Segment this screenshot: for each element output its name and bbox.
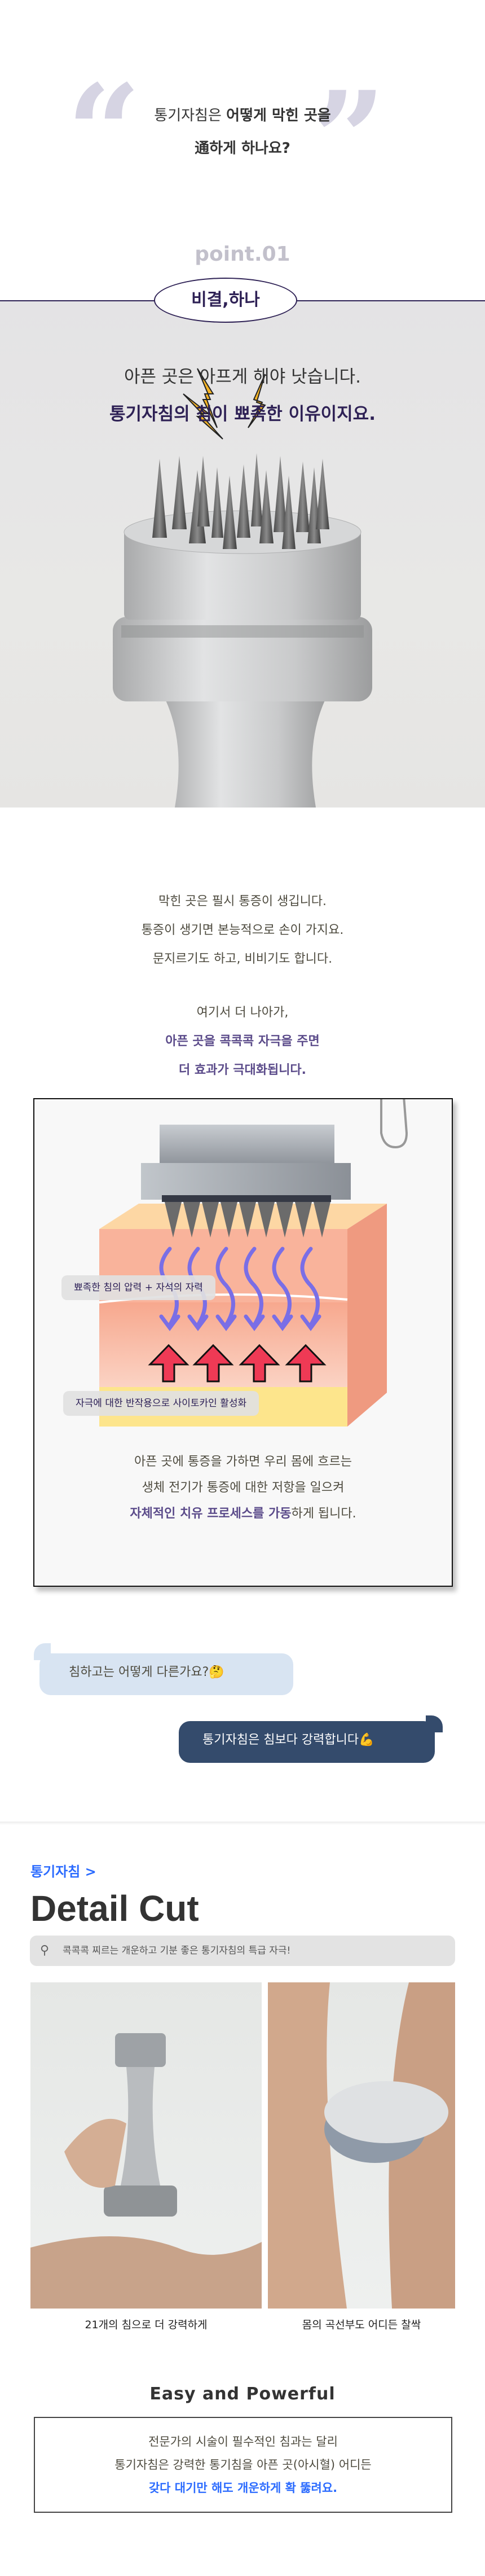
device-head (124, 529, 361, 620)
chat-bubble-answer: 통기자침은 침보다 강력합니다💪 (179, 1721, 435, 1763)
photo-caption: 21개의 침으로 더 강력하게 (85, 2319, 208, 2331)
point-pill-badge: 비결,하나 (154, 278, 297, 323)
detail-title: Detail Cut (30, 1888, 199, 1929)
breadcrumb[interactable]: 통기자침 > (30, 1864, 96, 1880)
needles (165, 1202, 330, 1237)
wave-arrows (159, 1247, 321, 1331)
device-handle (164, 696, 327, 808)
product-photo-band (0, 301, 485, 808)
chat-bubble-question: 침하고는 어떻게 다른가요?🤔 (39, 1653, 293, 1695)
explain-line: 통증이 생기면 본능적으로 손이 가지요. (141, 923, 344, 937)
point-headline-2: 통기자침의 침이 뾰족한 이유이지요. (109, 404, 376, 424)
point-headline-1: 아픈 곳은 아프게 해야 낫습니다. (124, 367, 361, 387)
product-photo (113, 368, 372, 808)
device-plate (141, 1163, 351, 1200)
search-icon: ⚲ (40, 1943, 50, 1958)
diagram-text-line: 아픈 곳에 통증을 가하면 우리 몸에 흐르는 (134, 1455, 352, 1469)
search-bar[interactable]: ⚲ 콕콕콕 찌르는 개운하고 기분 좋은 통기자침의 특급 자극! (30, 1936, 455, 1966)
chat-question-text: 침하고는 어떻게 다른가요? (69, 1665, 209, 1679)
detail-photo-2 (268, 1982, 455, 2309)
easy-title: Easy and Powerful (149, 2384, 336, 2404)
detail-photo-1 (30, 1982, 262, 2309)
easy-box: 전문가의 시술이 필수적인 침과는 달리 통기자침은 강력한 통기침을 아픈 곳… (34, 2417, 452, 2513)
device-collar (113, 617, 372, 701)
diagram-text: 아픈 곳에 통증을 가하면 우리 몸에 흐르는 생체 전기가 통증에 대한 저항… (34, 1449, 452, 1527)
thinking-face-icon: 🤔 (209, 1665, 224, 1679)
device-needles (152, 453, 329, 549)
point-label: point.01 (195, 243, 290, 266)
diagram-text-rest: 하게 됩니다. (291, 1507, 356, 1521)
explain-line: 문지르기도 하고, 비비기도 합니다. (152, 952, 333, 966)
diagram-text-line: 생체 전기가 통증에 대한 저항을 일으켜 (142, 1481, 345, 1495)
skin-side (347, 1204, 387, 1427)
lightning-icon (183, 368, 266, 440)
explain-line: 막힌 곳은 필시 통증이 생깁니다. (158, 894, 327, 909)
paperclip-icon (380, 1099, 408, 1149)
intro-question: 통기자침은 어떻게 막힌 곳을 通하게 하나요? (0, 99, 485, 165)
easy-line: 통기자침은 강력한 통기침을 아픈 곳(아시혈) 어디든 (114, 2458, 372, 2472)
search-text: 콕콕콕 찌르는 개운하고 기분 좋은 통기자침의 특급 자극! (63, 1945, 291, 1956)
explain-highlight: 아픈 곳을 콕콕콕 자극을 주면 (165, 1034, 320, 1048)
label-cytokine: 자극에 대한 반작용으로 사이토카인 활성화 (63, 1391, 259, 1416)
diagram-text-highlight: 자체적인 치유 프로세스를 가동 (130, 1507, 292, 1521)
bubble-tail (426, 1715, 443, 1732)
device-top (160, 1125, 334, 1164)
chat-answer-text: 통기자침은 침보다 강력합니다 (202, 1733, 359, 1747)
bubble-tail (34, 1643, 51, 1660)
photo-caption: 몸의 곡선부도 어디든 찰싹 (302, 2319, 421, 2331)
upward-arrows (148, 1344, 327, 1383)
section-separator (0, 1822, 485, 1825)
explain-highlight: 더 효과가 극대화됩니다. (178, 1063, 307, 1077)
explain-lead: 여기서 더 나아가, (196, 1006, 289, 1020)
intro-line1-bold: 어떻게 막힌 곳을 (226, 107, 331, 124)
explain-block: 막힌 곳은 필시 통증이 생깁니다. 통증이 생기면 본능적으로 손이 가지요.… (0, 887, 485, 1085)
flexed-biceps-icon: 💪 (359, 1733, 374, 1747)
open-quote-icon: “ (67, 56, 142, 209)
easy-line: 전문가의 시술이 필수적인 침과는 달리 (148, 2435, 338, 2448)
close-quote-icon: ” (311, 63, 386, 216)
intro-line1-normal: 통기자침은 (154, 107, 227, 124)
intro-line2: 通하게 하나요? (195, 140, 290, 157)
diagram-card: 뾰족한 침의 압력 + 자석의 자력 자극에 대한 반작용으로 사이토카인 활성… (33, 1098, 453, 1587)
easy-highlight: 갖다 대기만 해도 개운하게 확 뚫려요. (148, 2481, 338, 2495)
label-pressure: 뾰족한 침의 압력 + 자석의 자력 (61, 1275, 215, 1300)
